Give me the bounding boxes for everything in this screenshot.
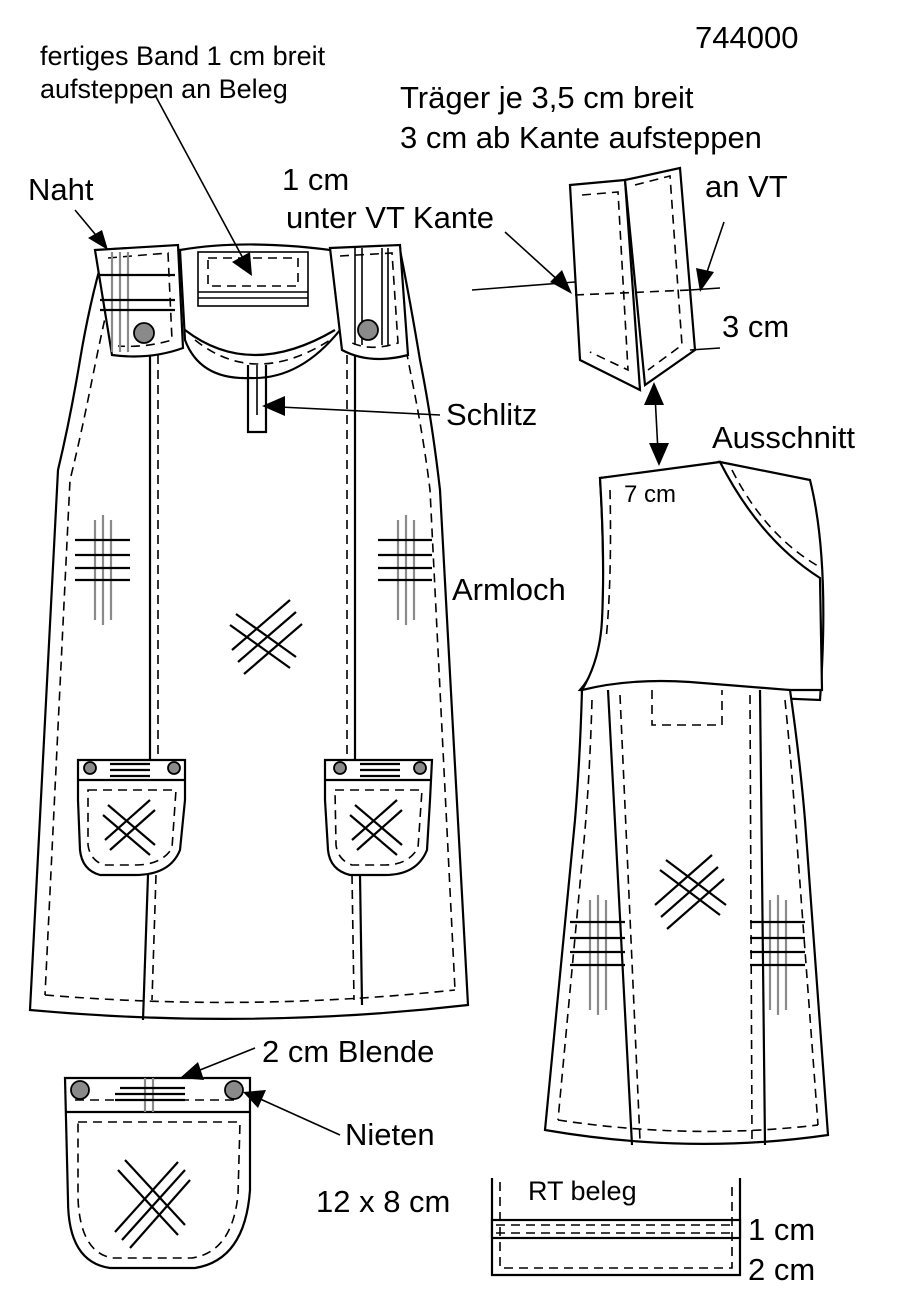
back-facing-detail [490, 1178, 742, 1277]
neckline-label: Ausschnitt [712, 420, 855, 455]
straps-note-line3: an VT [705, 169, 788, 204]
strap-detail [568, 166, 721, 392]
seven-cm-label: 7 cm [624, 481, 676, 508]
crosshatch-motif [654, 854, 727, 930]
plaid-motif [570, 895, 625, 1015]
below-edge-line2: unter VT Kante [286, 200, 494, 235]
pocket-size-label: 12 x 8 cm [316, 1184, 450, 1219]
crosshatch-motif [229, 599, 303, 675]
two-cm-label: 2 cm [748, 1252, 815, 1287]
back-dress [543, 460, 830, 1146]
plaid-motif [750, 895, 805, 1015]
band-note-line2: aufsteppen an Beleg [40, 74, 288, 104]
rivets-label: Nieten [345, 1117, 435, 1152]
placket-label: 2 cm Blende [262, 1034, 434, 1069]
front-dress [28, 243, 470, 1021]
one-cm-label: 1 cm [748, 1212, 815, 1247]
pointer-arrows [74, 94, 725, 1136]
below-edge-line1: 1 cm [282, 162, 349, 197]
plaid-motif [378, 515, 432, 625]
pattern-number: 744000 [695, 20, 798, 55]
straps-note-line2: 3 cm ab Kante aufsteppen [400, 120, 762, 155]
seam-label: Naht [28, 172, 94, 207]
front-pocket-left [76, 758, 187, 877]
armhole-label: Armloch [452, 572, 566, 607]
pocket-detail [63, 1076, 252, 1270]
plaid-motif [75, 515, 130, 625]
slit-label: Schlitz [446, 397, 537, 432]
back-facing-label: RT beleg [528, 1176, 637, 1206]
band-note-line1: fertiges Band 1 cm breit [40, 41, 326, 71]
front-pocket-right [323, 758, 434, 877]
three-cm-label: 3 cm [722, 309, 789, 344]
straps-note-line1: Träger je 3,5 cm breit [400, 80, 694, 115]
labels: 744000 fertiges Band 1 cm breit aufstepp… [28, 20, 855, 1287]
